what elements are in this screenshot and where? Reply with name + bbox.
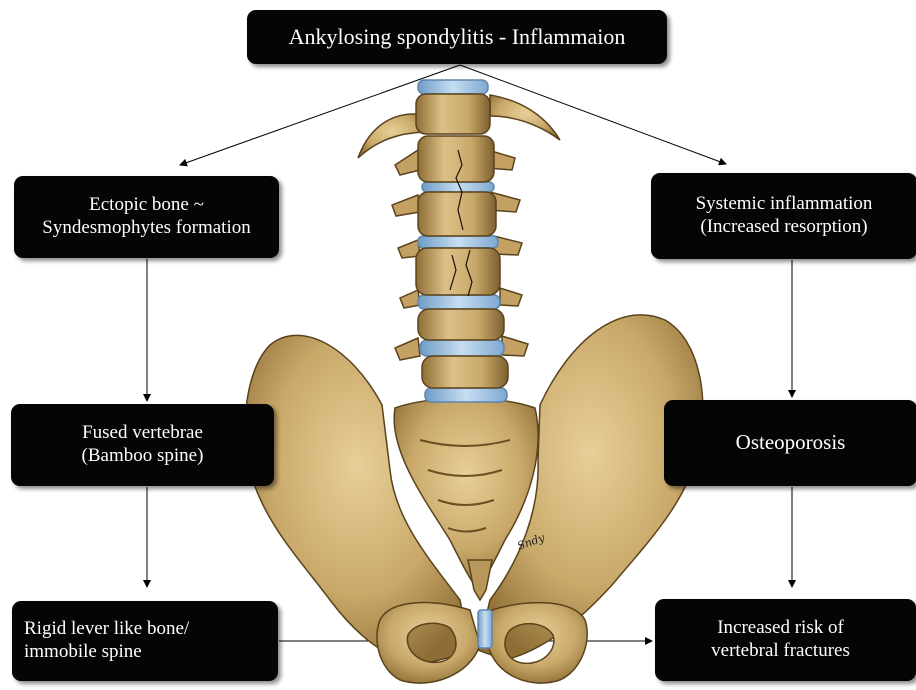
coccyx <box>468 560 492 600</box>
intervertebral-disc <box>418 295 500 309</box>
vertebral-body <box>418 192 496 236</box>
vertebral-body <box>418 309 504 340</box>
vertebral-body <box>422 356 508 388</box>
vertebral-body <box>418 136 494 182</box>
rigid-lever-box: Rigid lever like bone/ immobile spine <box>12 601 278 681</box>
fused-vertebrae-box: Fused vertebrae (Bamboo spine) <box>11 404 274 486</box>
transverse-process <box>395 338 420 360</box>
ectopic-bone-line1: Ectopic bone ~ <box>89 194 204 217</box>
pubic-symphysis <box>478 610 492 648</box>
lumbar-spine <box>358 80 560 402</box>
transverse-process <box>500 288 522 306</box>
intervertebral-disc <box>418 80 488 94</box>
fused-vertebrae-line1: Fused vertebrae <box>82 422 203 445</box>
osteoporosis-box: Osteoporosis <box>664 400 916 486</box>
fused-vertebrae-line2: (Bamboo spine) <box>82 445 204 468</box>
systemic-inflammation-box: Systemic inflammation (Increased resorpt… <box>651 173 916 259</box>
fracture-risk-box: Increased risk of vertebral fractures <box>655 599 916 681</box>
ectopic-bone-line2: Syndesmophytes formation <box>42 217 250 240</box>
transverse-process <box>400 290 420 308</box>
fracture-risk-line1: Increased risk of <box>717 617 844 640</box>
transverse-process <box>502 336 528 356</box>
systemic-inflammation-line2: (Increased resorption) <box>700 216 867 239</box>
systemic-inflammation-line1: Systemic inflammation <box>696 193 873 216</box>
intervertebral-disc <box>420 340 504 356</box>
vertebral-body <box>416 94 490 134</box>
right-rib <box>490 95 560 140</box>
title-text: Ankylosing spondylitis - Inflammaion <box>289 24 626 50</box>
ectopic-bone-box: Ectopic bone ~ Syndesmophytes formation <box>14 176 279 258</box>
transverse-process <box>395 150 420 175</box>
fracture-risk-line2: vertebral fractures <box>711 640 850 663</box>
osteoporosis-label: Osteoporosis <box>736 430 846 455</box>
transverse-process <box>392 195 420 216</box>
rigid-lever-line2: immobile spine <box>24 641 142 664</box>
rigid-lever-line1: Rigid lever like bone/ <box>24 618 189 641</box>
vertebral-body <box>416 248 500 295</box>
intervertebral-disc <box>425 388 507 402</box>
title-box: Ankylosing spondylitis - Inflammaion <box>247 10 667 64</box>
intervertebral-disc <box>418 236 498 248</box>
